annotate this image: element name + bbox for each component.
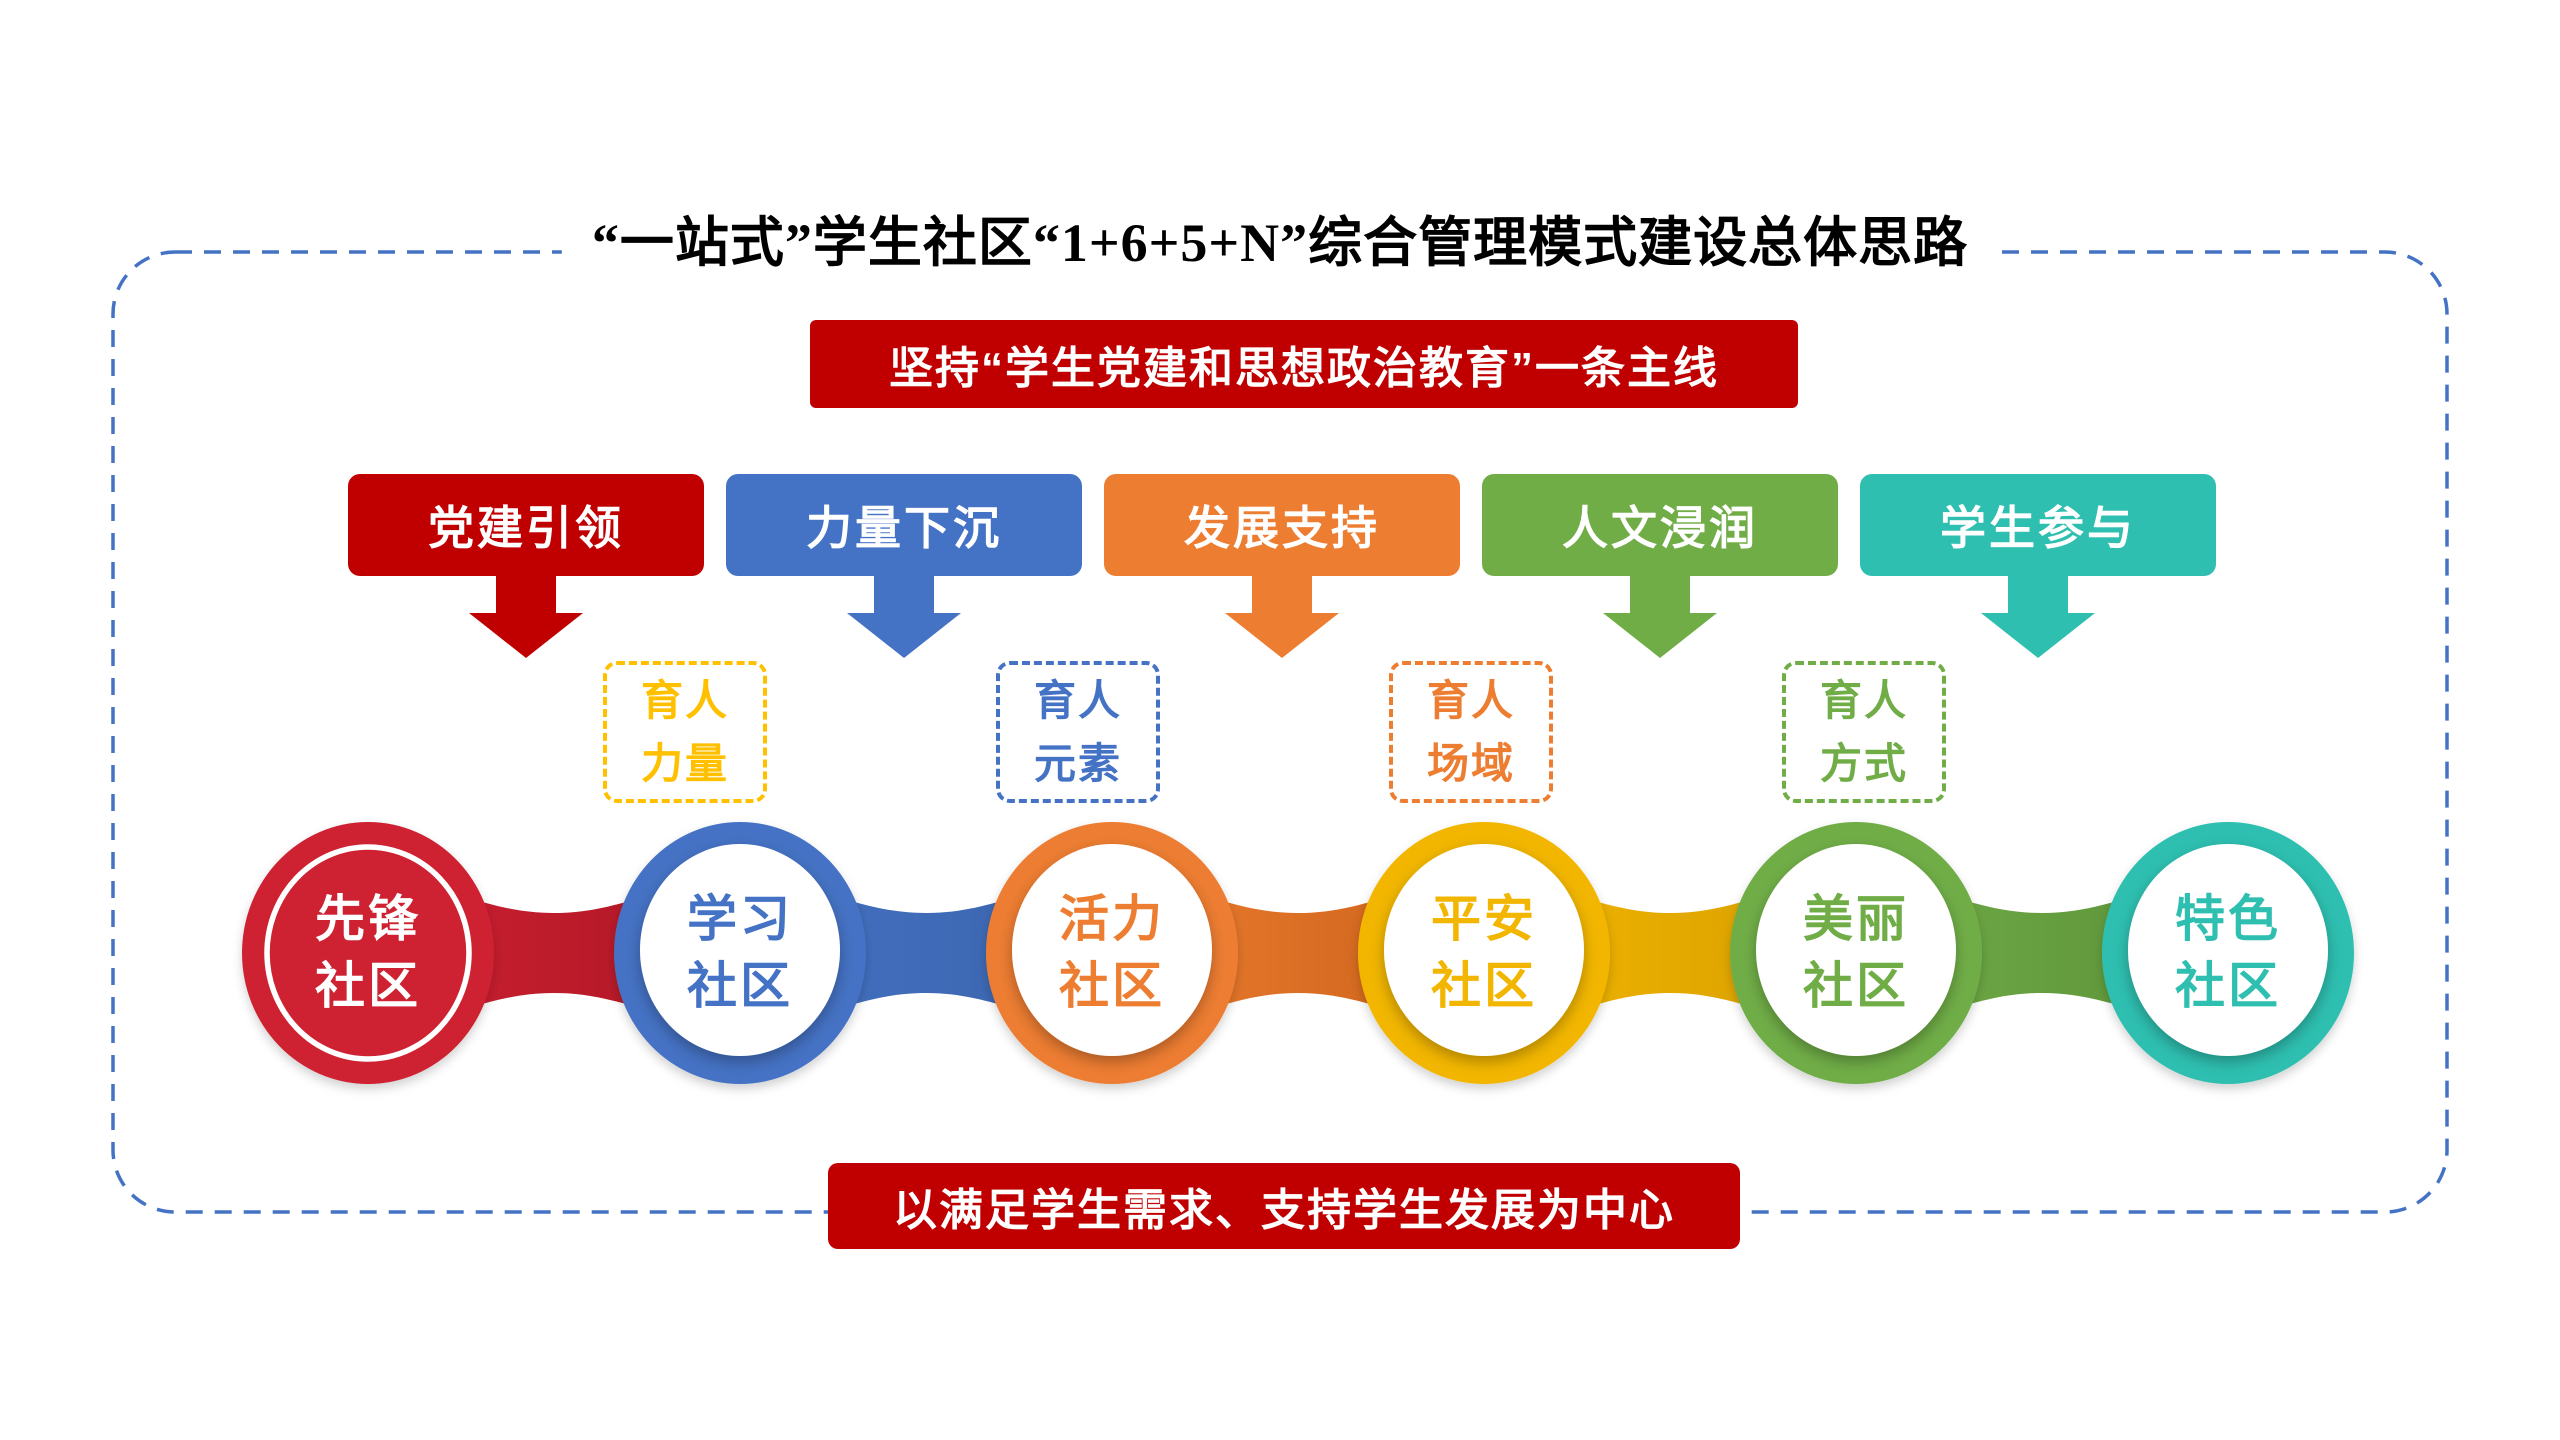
community-line: 社区 bbox=[1059, 958, 1165, 1014]
factor-education-spaces: 育人 场域 bbox=[1389, 661, 1553, 803]
community-line: 特色 bbox=[2175, 891, 2281, 947]
community-circle-center bbox=[640, 844, 840, 1056]
community-line: 活力 bbox=[1059, 891, 1165, 947]
pillar-party-building: 党建引领 bbox=[348, 474, 704, 658]
arrow-stem bbox=[496, 575, 556, 613]
student-center-banner: 以满足学生需求、支持学生发展为中心 bbox=[828, 1163, 1740, 1249]
community-line: 学习 bbox=[687, 891, 793, 947]
pillar-box: 力量下沉 bbox=[726, 474, 1082, 576]
community-line: 平安 bbox=[1431, 891, 1537, 947]
page-title: “一站式”学生社区“1+6+5+N”综合管理模式建设总体思路 bbox=[561, 194, 1999, 281]
factor-line: 育人 bbox=[1819, 677, 1908, 724]
arrow-stem bbox=[874, 575, 934, 613]
community-label-distinctive: 特色 社区 bbox=[2108, 833, 2348, 1073]
arrow-down-icon bbox=[847, 613, 961, 658]
factor-line: 元素 bbox=[1033, 740, 1122, 787]
community-circle-center bbox=[1012, 844, 1212, 1056]
pillar-student-participation: 学生参与 bbox=[1860, 474, 2216, 658]
factor-line: 育人 bbox=[1426, 677, 1515, 724]
pillar-humanistic-immersion: 人文浸润 bbox=[1482, 474, 1838, 658]
pillar-box: 人文浸润 bbox=[1482, 474, 1838, 576]
factor-education-methods: 育人 方式 bbox=[1782, 661, 1946, 803]
arrow-down-icon bbox=[1981, 613, 2095, 658]
community-circle-inner-ring bbox=[264, 844, 472, 1062]
factor-line: 方式 bbox=[1819, 740, 1908, 787]
community-line: 美丽 bbox=[1803, 891, 1909, 947]
community-label-vitality: 活力 社区 bbox=[992, 833, 1232, 1073]
community-line: 社区 bbox=[315, 958, 421, 1014]
arrow-down-icon bbox=[1225, 613, 1339, 658]
arrow-stem bbox=[2008, 575, 2068, 613]
factor-line: 育人 bbox=[1033, 677, 1122, 724]
arrow-down-icon bbox=[1603, 613, 1717, 658]
community-line: 社区 bbox=[1431, 958, 1537, 1014]
arrow-stem bbox=[1630, 575, 1690, 613]
pillar-box: 党建引领 bbox=[348, 474, 704, 576]
community-circle-pioneer bbox=[242, 822, 494, 1084]
factor-line: 力量 bbox=[640, 740, 729, 787]
pillar-forces-sinking: 力量下沉 bbox=[726, 474, 1082, 658]
community-line: 先锋 bbox=[315, 891, 421, 947]
arrow-down-icon bbox=[469, 613, 583, 658]
factor-line: 育人 bbox=[640, 677, 729, 724]
pillar-box: 学生参与 bbox=[1860, 474, 2216, 576]
arrow-stem bbox=[1252, 575, 1312, 613]
community-circle-center bbox=[2128, 844, 2328, 1056]
community-line: 社区 bbox=[2175, 958, 2281, 1014]
factor-line: 场域 bbox=[1426, 740, 1515, 787]
factor-education-elements: 育人 元素 bbox=[996, 661, 1160, 803]
pillar-development-support: 发展支持 bbox=[1104, 474, 1460, 658]
community-label-beauty: 美丽 社区 bbox=[1736, 833, 1976, 1073]
community-label-learning: 学习 社区 bbox=[620, 833, 860, 1073]
community-label-pioneer: 先锋 社区 bbox=[248, 833, 488, 1073]
community-circle-center bbox=[1384, 844, 1584, 1056]
factor-educator-strength: 育人 力量 bbox=[603, 661, 767, 803]
pillar-box: 发展支持 bbox=[1104, 474, 1460, 576]
community-circle-center bbox=[1756, 844, 1956, 1056]
community-line: 社区 bbox=[1803, 958, 1909, 1014]
community-label-safety: 平安 社区 bbox=[1364, 833, 1604, 1073]
community-line: 社区 bbox=[687, 958, 793, 1014]
main-line-banner: 坚持“学生党建和思想政治教育”一条主线 bbox=[810, 320, 1798, 408]
